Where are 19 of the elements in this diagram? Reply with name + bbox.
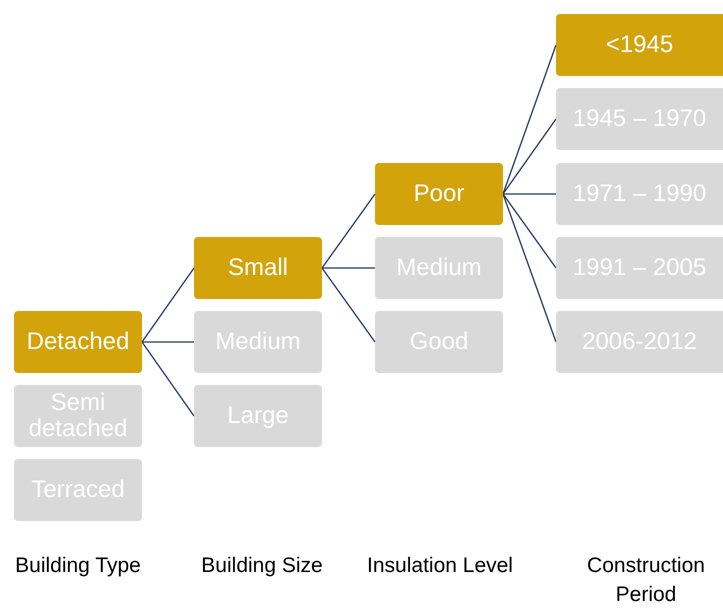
column-heading: Building Type: [14, 553, 142, 579]
connector-line: [142, 341, 194, 343]
column-heading: Insulation Level: [366, 553, 514, 579]
connector-line: [503, 193, 556, 195]
connector-line: [321, 194, 376, 268]
connector-line: [502, 118, 557, 194]
connector-line: [321, 268, 376, 342]
column-heading: Building Size: [200, 553, 324, 579]
selected-option-box: Poor: [375, 163, 503, 225]
connector-line: [502, 194, 557, 342]
selected-option-box: <1945: [556, 14, 723, 76]
connector-line: [141, 342, 195, 416]
selected-option-box: Small: [194, 237, 322, 299]
connector-line: [502, 194, 557, 268]
column-heading: Construction Period: [586, 553, 706, 608]
connector-line: [322, 267, 375, 269]
connector-line: [141, 268, 195, 342]
selected-option-box: Detached: [14, 311, 142, 373]
connector-line: [502, 44, 557, 194]
